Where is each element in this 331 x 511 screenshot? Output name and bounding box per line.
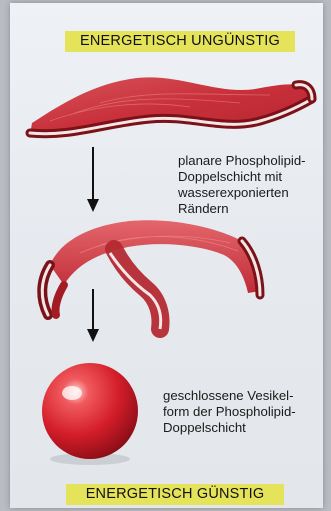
vesicle-caption: geschlossene Vesikel- form der Phospholi… (163, 388, 296, 436)
planar-bilayer-sheet (30, 77, 312, 135)
caption-line: form der Phospholipid- (163, 404, 296, 420)
caption-line: wasserexponierten (178, 185, 306, 201)
diagram-page: ENERGETISCH UNGÜNSTIG (10, 3, 323, 508)
energetically-favorable-banner: ENERGETISCH GÜNSTIG (66, 484, 284, 505)
arrow-down-icon (87, 147, 99, 212)
planar-bilayer-caption: planare Phospholipid- Doppelschicht mit … (178, 153, 306, 217)
caption-line: geschlossene Vesikel- (163, 388, 296, 404)
caption-line: Doppelschicht mit (178, 169, 306, 185)
caption-line: Rändern (178, 201, 306, 217)
caption-line: Doppelschicht (163, 420, 296, 436)
vesicle-sphere (42, 363, 138, 465)
curved-bilayer-sheet (42, 220, 260, 329)
caption-line: planare Phospholipid- (178, 153, 306, 169)
arrow-down-icon (87, 289, 99, 342)
